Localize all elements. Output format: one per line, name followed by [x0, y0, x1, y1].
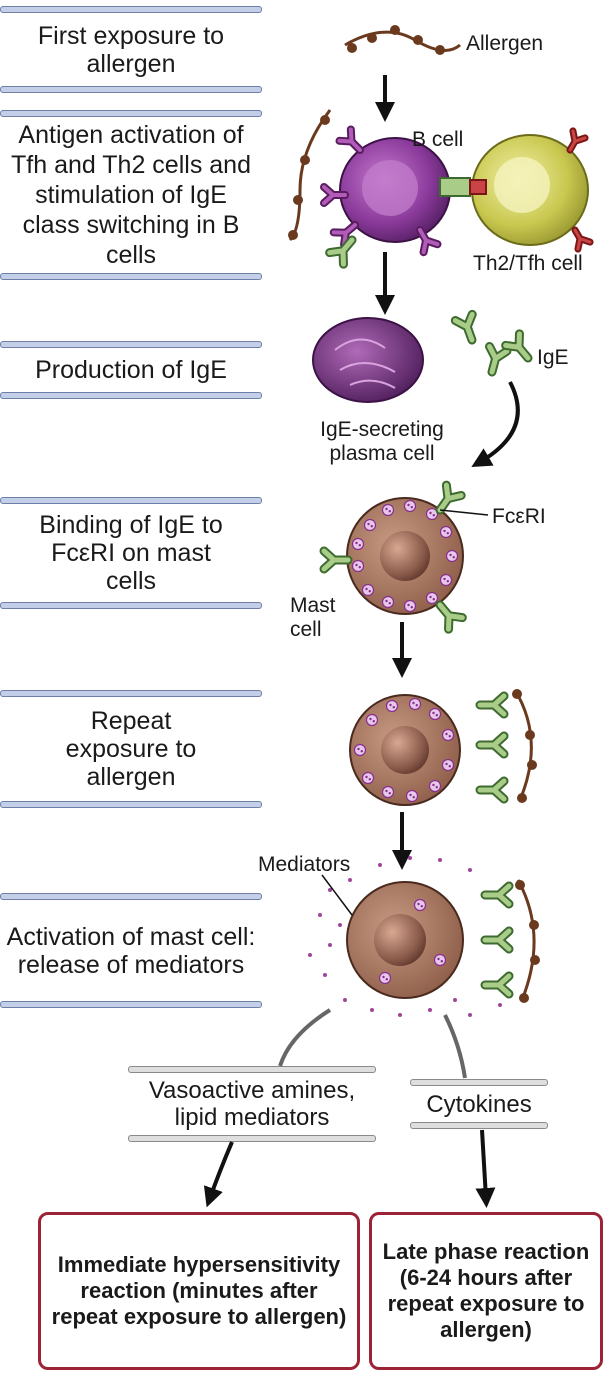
outcome-late-phase: Late phase reaction (6-24 hours after re…	[369, 1212, 603, 1370]
arrow-branch-right	[443, 1014, 467, 1079]
arrow-branch-left	[278, 1008, 332, 1067]
mediator-dots	[308, 856, 502, 1017]
stage-production-ige: Production of IgE	[0, 341, 262, 399]
label-allergen: Allergen	[466, 32, 544, 55]
th-cell	[439, 131, 590, 249]
stage-activation-mast: Activation of mast cell: release of medi…	[0, 893, 262, 1008]
label-th-cell: Th2/Tfh cell	[473, 252, 583, 275]
mediator-box-cytokines: Cytokines	[410, 1079, 548, 1129]
label-mediators: Mediators	[258, 853, 351, 876]
fc-receptor-pointer	[439, 509, 489, 516]
ige-free-3	[506, 334, 535, 364]
stage-first-exposure: First exposure to allergen	[0, 6, 262, 93]
mediator-box-amines-text: Vasoactive amines, lipid mediators	[148, 1077, 356, 1131]
arrow-to-late	[475, 1129, 496, 1208]
stage-first-exposure-text: First exposure to allergen	[37, 21, 225, 78]
stage-binding-ige-text: Binding of IgE to FcεRI on mast cells	[39, 511, 223, 595]
label-mast-cell: Mast cell	[290, 594, 336, 641]
mast-cell-1	[324, 485, 463, 629]
outcome-late-phase-text: Late phase reaction (6-24 hours after re…	[382, 1239, 590, 1342]
outcome-immediate-text: Immediate hypersensitivity reaction (min…	[51, 1252, 347, 1329]
outcome-immediate: Immediate hypersensitivity reaction (min…	[38, 1212, 360, 1370]
stage-activation-mast-text: Activation of mast cell: release of medi…	[6, 922, 256, 979]
stage-binding-ige: Binding of IgE to FcεRI on mast cells	[0, 497, 262, 609]
label-fc-receptor: FcεRI	[492, 505, 546, 528]
label-b-cell: B cell	[412, 128, 464, 151]
mediator-box-cytokines-text: Cytokines	[426, 1090, 532, 1118]
allergen-chain-top	[344, 25, 461, 55]
ige-free-2	[483, 346, 507, 374]
b-cell	[288, 109, 451, 269]
stage-production-ige-text: Production of IgE	[35, 356, 227, 384]
mast-cell-3	[346, 879, 540, 1003]
stage-repeat-exposure-text: Repeat exposure to allergen	[65, 707, 197, 791]
plasma-cell	[312, 317, 424, 403]
arrow-3	[471, 381, 520, 468]
stage-antigen-activation: Antigen activation of Tfh and Th2 cells …	[0, 110, 262, 280]
mast-cell-2	[349, 689, 537, 806]
arrow-to-immediate	[203, 1141, 234, 1208]
label-plasma-cell: IgE-secreting plasma cell	[320, 418, 444, 465]
label-ige: IgE	[537, 346, 569, 369]
mediators-pointer	[321, 874, 353, 916]
ige-free-1	[455, 314, 480, 343]
stage-antigen-activation-text: Antigen activation of Tfh and Th2 cells …	[11, 121, 251, 269]
mediator-box-amines: Vasoactive amines, lipid mediators	[128, 1066, 376, 1142]
stage-repeat-exposure: Repeat exposure to allergen	[0, 690, 262, 808]
